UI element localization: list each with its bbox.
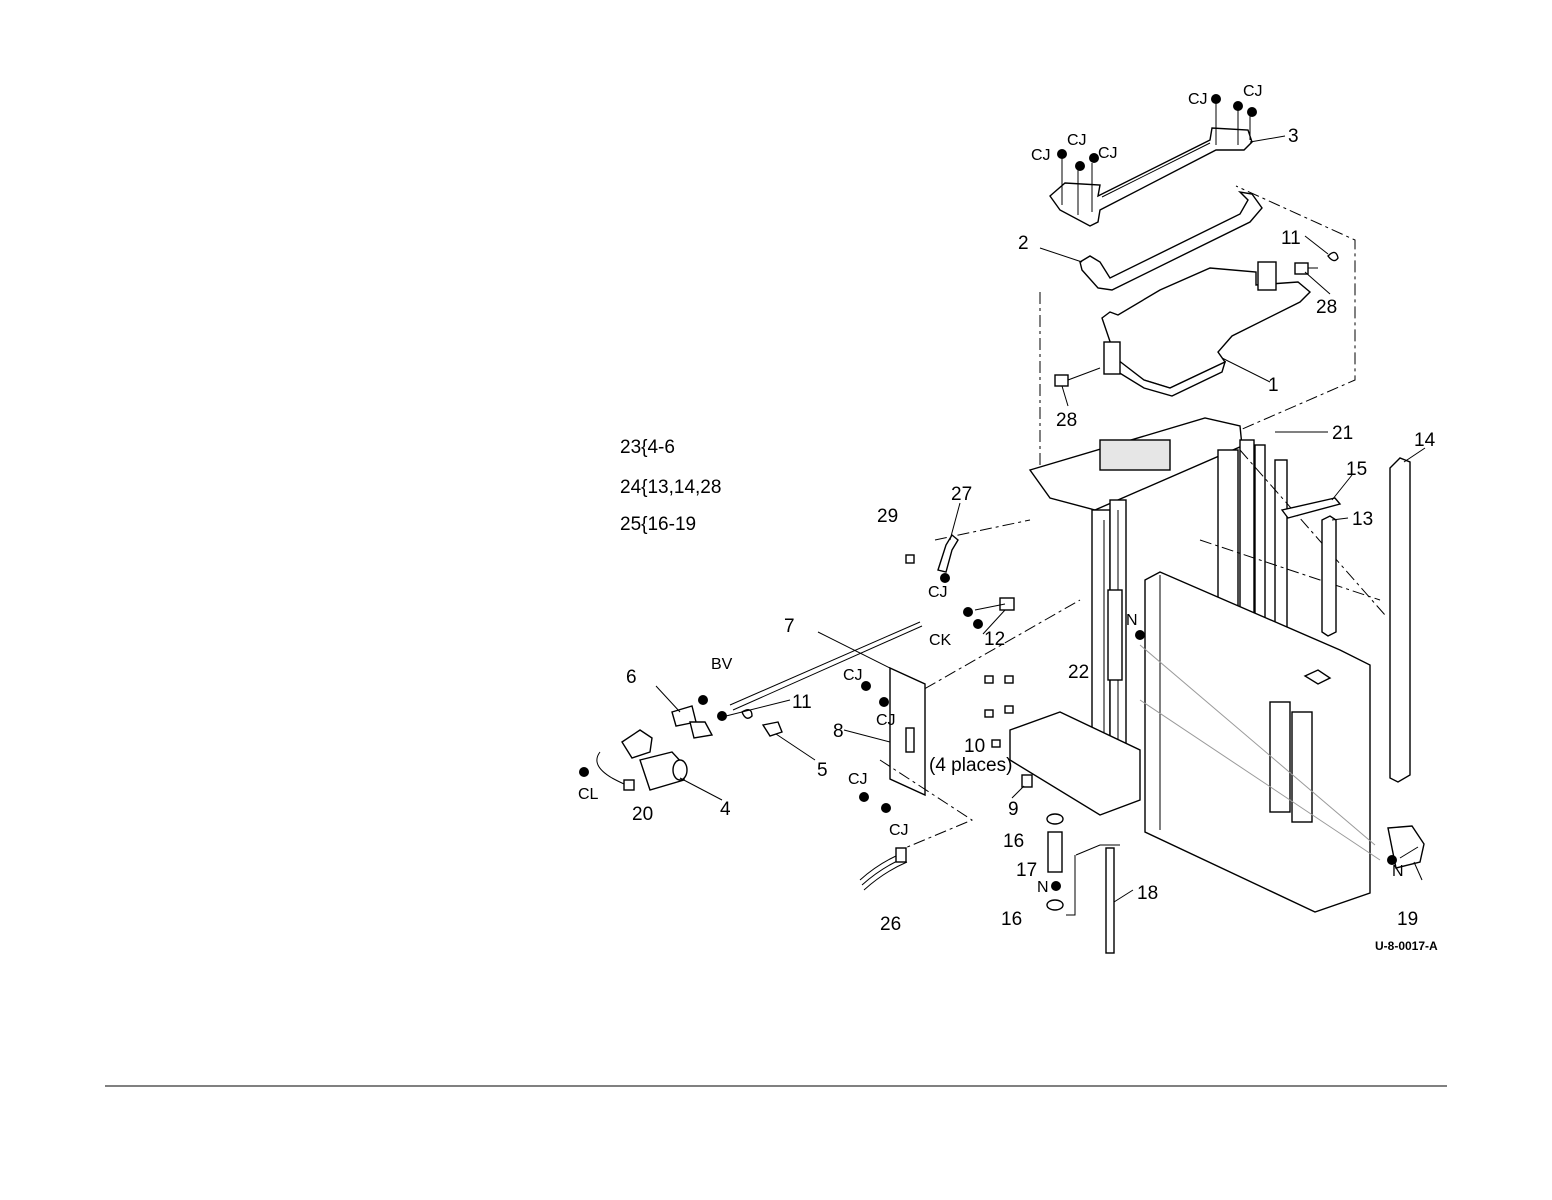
callout-4: 4 (720, 799, 731, 820)
kit-24: 24{13,14,28 (620, 477, 721, 498)
label-cj-27: CJ (928, 584, 948, 601)
callout-12: 12 (984, 629, 1005, 650)
callout-10: 10 (964, 736, 985, 757)
callout-22: 22 (1068, 662, 1089, 683)
callout-17: 17 (1016, 860, 1037, 881)
callout-16-top: 16 (1003, 831, 1024, 852)
label-n-cover: N (1126, 612, 1138, 629)
screw-28-right (1295, 263, 1318, 274)
label-cj-pwb-1: CJ (843, 667, 863, 684)
label-cj-pwb-4: CJ (889, 822, 909, 839)
callout-27: 27 (951, 484, 972, 505)
callout-15: 15 (1346, 459, 1367, 480)
callout-13: 13 (1352, 509, 1373, 530)
spring-part-17 (1048, 832, 1062, 872)
screws-part-10 (985, 676, 1013, 747)
clip-11-top (1328, 252, 1338, 260)
callout-11-left: 11 (792, 692, 812, 713)
shaft-part-18 (1106, 848, 1114, 953)
callout-20: 20 (632, 804, 653, 825)
callout-14: 14 (1414, 430, 1436, 451)
part-9 (1022, 775, 1032, 787)
harness-connector (896, 848, 906, 862)
label-cj-top-3: CJ (1031, 147, 1051, 164)
washer-part-16-bottom (1047, 900, 1063, 910)
part-5 (763, 722, 782, 736)
bracket-part-6b (690, 722, 712, 738)
lever-part-27 (938, 535, 958, 572)
label-cj-pwb-3: CJ (848, 771, 868, 788)
callout-28-right: 28 (1316, 297, 1337, 318)
guide-line-left (935, 520, 1030, 540)
callout-3: 3 (1288, 126, 1299, 147)
callout-18: 18 (1137, 883, 1158, 904)
kit-25: 25{16-19 (620, 514, 696, 535)
callout-1: 1 (1268, 375, 1279, 396)
screw-28-left (1055, 368, 1100, 386)
label-cj-top-2: CJ (1243, 83, 1263, 100)
strip-part-14 (1390, 458, 1410, 782)
callout-21: 21 (1332, 423, 1353, 444)
label-cj-top-4: CJ (1067, 132, 1087, 149)
callout-5: 5 (817, 760, 828, 781)
kit-23: 23{4-6 (620, 437, 675, 458)
bracket-part-15 (1282, 498, 1340, 518)
leader-11-left (718, 700, 790, 718)
part-12 (1000, 598, 1014, 610)
label-n-spring: N (1037, 879, 1049, 896)
pwb-part-8 (890, 668, 925, 795)
tray-part-1 (1102, 262, 1310, 396)
callout-28-left: 28 (1056, 410, 1077, 431)
strip-part-13 (1322, 516, 1336, 636)
callout-11-top: 11 (1281, 228, 1301, 249)
figure-code: U-8-0017-A (1375, 939, 1438, 953)
label-cj-top-1: CJ (1188, 91, 1208, 108)
bracket-line-16 (1066, 855, 1075, 915)
kit-list: 23{4-6 24{13,14,28 25{16-19 (620, 437, 721, 535)
callout-26: 26 (880, 914, 901, 935)
label-bv: BV (711, 656, 733, 673)
guide-line-left-2 (905, 600, 1080, 700)
label-cj-pwb-2: CJ (876, 712, 896, 729)
note-4-places: (4 places) (929, 755, 1012, 776)
callout-19: 19 (1397, 909, 1418, 930)
label-cl: CL (578, 786, 599, 803)
spring-part-29 (906, 555, 914, 563)
callout-8: 8 (833, 721, 844, 742)
label-cj-top-5: CJ (1098, 145, 1118, 162)
callout-6: 6 (626, 667, 637, 688)
callout-29: 29 (877, 506, 898, 527)
label-ck: CK (929, 632, 952, 649)
callout-9: 9 (1008, 799, 1019, 820)
label-n-19: N (1392, 863, 1404, 880)
callout-2: 2 (1018, 233, 1029, 254)
callout-7: 7 (784, 616, 795, 637)
callout-16-bottom: 16 (1001, 909, 1022, 930)
washer-part-16-top (1047, 814, 1063, 824)
clamp-part-20 (624, 780, 634, 790)
